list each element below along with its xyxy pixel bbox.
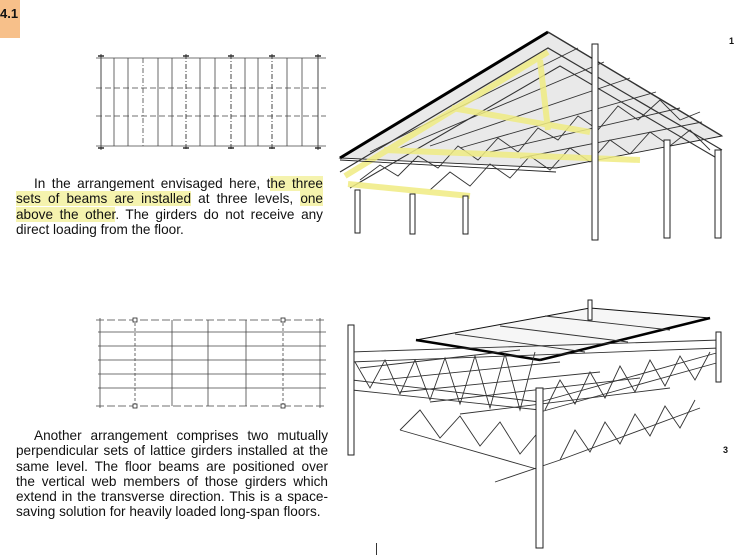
paragraph-2: Another arrangement comprises two mutual…	[16, 428, 328, 520]
perspective-drawing-bottom	[347, 299, 722, 549]
section-badge: 4.1	[0, 0, 20, 38]
plan-diagram-top	[96, 54, 326, 150]
paragraph-1-end: . The girders do not receive any direct …	[16, 206, 323, 237]
figure-number-bottom: 3	[723, 445, 729, 455]
plan-diagram-bottom	[96, 317, 326, 409]
paragraph-1-start: In the arrangement envisaged here, t	[34, 176, 271, 191]
figure-number-top: 1	[729, 36, 735, 46]
paragraph-1-middle: at three levels,	[191, 191, 301, 207]
perspective-drawing-top	[338, 30, 724, 241]
page-marker	[376, 543, 377, 555]
paragraph-1: In the arrangement envisaged here, the t…	[16, 176, 323, 237]
